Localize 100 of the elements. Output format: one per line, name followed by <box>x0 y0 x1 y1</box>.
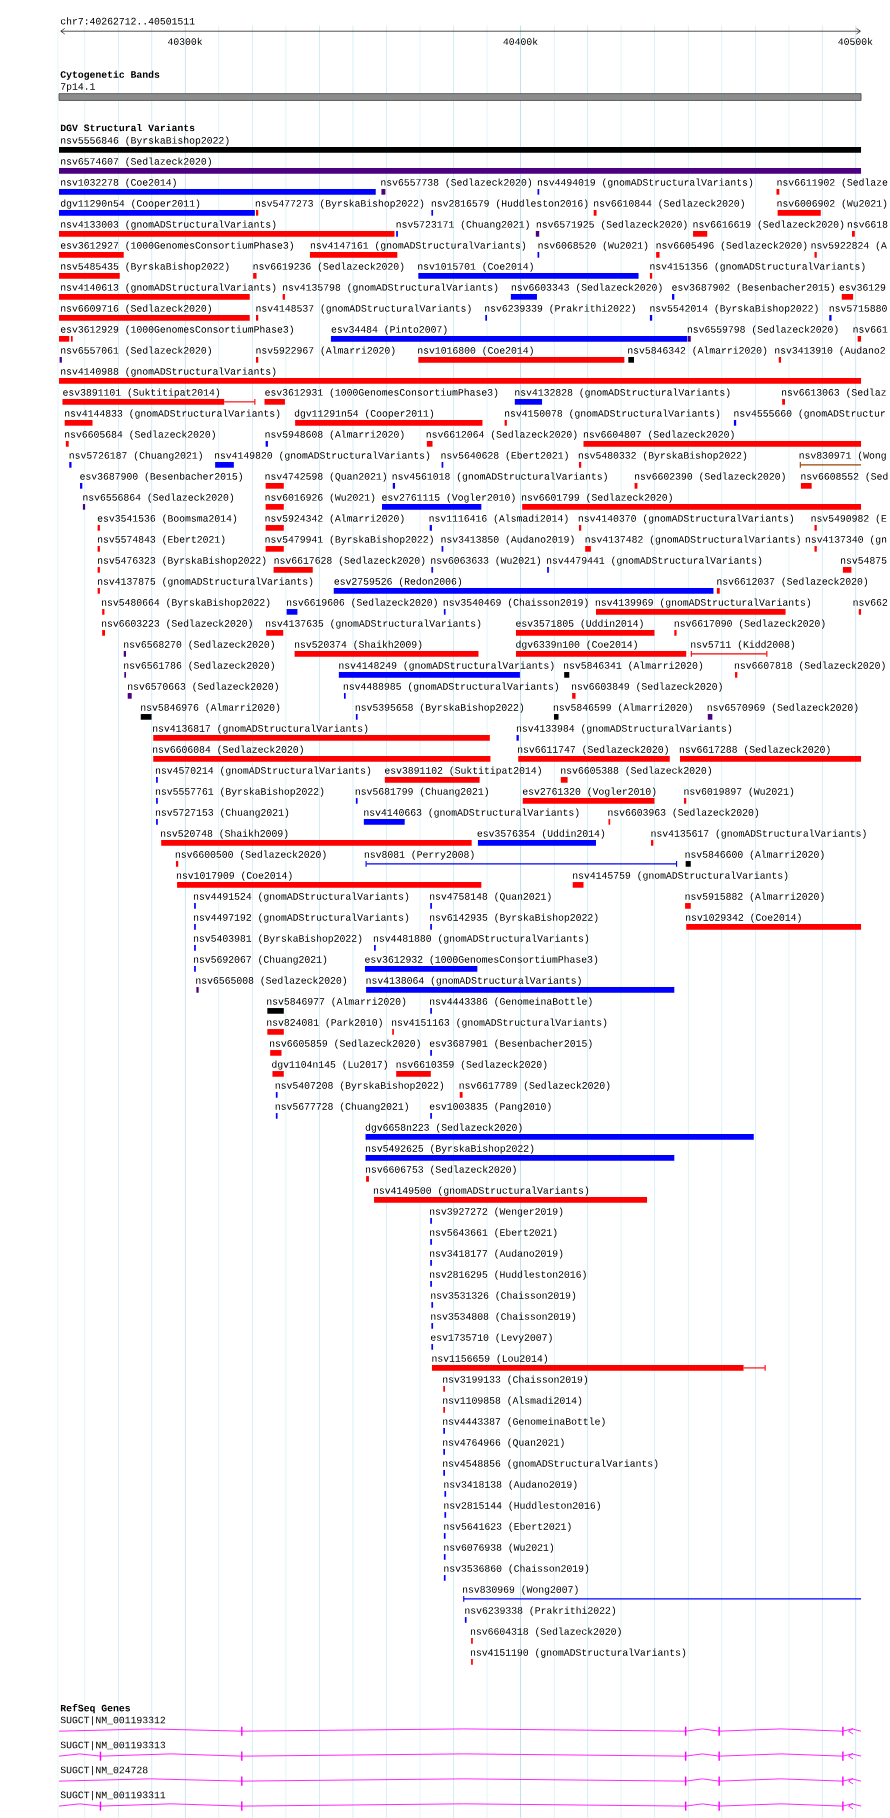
variant-label: nsv4548856 (gnomADStructuralVariants) <box>443 1459 658 1469</box>
variant-label: nsv5403981 (ByrskaBishop2022) <box>193 934 362 944</box>
variant-label: nsv6605496 (Sedlazeck2020) <box>656 241 807 251</box>
variant-label: nsv6600500 (Sedlazeck2020) <box>175 850 326 860</box>
variant-label: nsv1156659 (Lou2014) <box>432 1354 547 1364</box>
variant-label: nsv520748 (Shaikh2009) <box>161 829 288 839</box>
variant-label: nsv6016926 (Wu2021) <box>265 493 375 503</box>
variant-label: nsv6605684 (Sedlazeck2020) <box>65 430 215 440</box>
variant-label: nsv5556846 (ByrskaBishop2022) <box>61 136 229 146</box>
variant-label: nsv3418177 (Audano2019) <box>430 1249 563 1259</box>
variant-label: nsv830969 (Wong2007) <box>463 1585 578 1595</box>
variant-label: nsv6608552 (Sed <box>801 472 888 482</box>
variant-label: nsv4494019 (gnomADStructuralVariants) <box>537 178 753 188</box>
variant-label: nsv4137482 (gnomADStructuralVariants) <box>585 535 800 545</box>
variant-label: nsv6565008 (Sedlazeck2020) <box>196 976 347 986</box>
variant-label: nsv5681799 (Chuang2021) <box>355 787 488 797</box>
variant-label: nsv6603223 (Sedlazeck2020) <box>102 619 252 629</box>
variant-label: nsv3531326 (Chaisson2019) <box>431 1291 576 1301</box>
variant-label: nsv6612064 (Sedlazeck2020) <box>426 430 577 440</box>
variant-label: nsv5924342 (Almarri2020) <box>265 514 404 524</box>
variant-label: nsv4151356 (gnomADStructuralVariants) <box>650 262 865 272</box>
variant-label: nsv5492625 (ByrskaBishop2022) <box>365 1144 534 1154</box>
variant-label: nsv4135798 (gnomADStructuralVariants) <box>283 283 498 293</box>
variant-label: nsv5677728 (Chuang2021) <box>275 1102 408 1112</box>
variant-label: nsv54875 <box>841 557 887 564</box>
variant-label: nsv2816295 (Huddleston2016) <box>430 1270 586 1280</box>
variant-label: nsv6557738 (Sedlazeck2020) <box>381 178 532 188</box>
variant-label: nsv4443386 (GenomeinaBottle) <box>430 997 592 1007</box>
variant-label: nsv6239339 (Prakrithi2022) <box>485 304 635 314</box>
variant-label: nsv4136817 (gnomADStructuralVariants) <box>153 724 368 734</box>
variant-label: nsv3413910 (Audano2 <box>775 346 885 356</box>
variant-label: nsv6076938 (Wu2021) <box>444 1543 554 1553</box>
variant-label: nsv830971 (Wong <box>799 451 886 461</box>
variant-label: nsv6617628 (Sedlazeck2020) <box>274 556 425 566</box>
variant-label: nsv6607818 (Sedlazeck2020) <box>734 661 885 671</box>
axis-tick-label: 40400k <box>503 37 538 45</box>
variant-label: esv2761115 (Vogler2010) <box>382 493 515 503</box>
variant-label: nsv6602390 (Sedlazeck2020) <box>635 472 785 482</box>
variant-label: nsv4147161 (gnomADStructuralVariants) <box>310 241 526 251</box>
variant-label: esv3571805 (Uddin2014) <box>516 619 643 629</box>
variant-label: esv36129 <box>839 284 886 291</box>
variant-label: nsv6612037 (Sedlazeck2020) <box>717 577 868 587</box>
variant-label: nsv5948608 (Almarri2020) <box>265 430 404 440</box>
variant-label: nsv6603963 (Sedlazeck2020) <box>608 808 759 818</box>
variant-label: nsv4140663 (gnomADStructuralVariants) <box>364 808 579 818</box>
variant-label: nsv5846977 (Almarri2020) <box>267 997 406 1007</box>
variant-label: nsv4140370 (gnomADStructuralVariants) <box>578 514 793 524</box>
variant-label: nsv6571925 (Sedlazeck2020) <box>536 220 687 230</box>
variant-label: nsv2815144 (Huddleston2016) <box>444 1501 600 1511</box>
variant-label: nsv6063633 (Wu2021) <box>431 556 540 566</box>
variant-label: nsv5477273 (ByrskaBishop2022) <box>255 199 424 209</box>
variant-label: esv3576354 (Uddin2014) <box>477 829 605 839</box>
variant-label: dgv11290n54 (Cooper2011) <box>60 199 200 209</box>
variant-label: esv3612929 (1000GenomesConsortiumPhase3) <box>60 325 293 335</box>
variant-label: nsv4132828 (gnomADStructuralVariants) <box>515 388 730 398</box>
variant-label: nsv4488985 (gnomADStructuralVariants) <box>343 682 559 692</box>
variant-label: nsv1032278 (Coe2014) <box>61 178 176 188</box>
variant-label: nsv6570663 (Sedlazeck2020) <box>128 682 278 692</box>
variant-label: esv1735710 (Levy2007) <box>431 1333 552 1343</box>
variant-label: nsv3418138 (Audano2019) <box>444 1480 577 1490</box>
variant-label: nsv4150078 (gnomADStructuralVariants) <box>505 409 720 419</box>
variant-label: nsv6609716 (Sedlazeck2020) <box>61 304 211 314</box>
variant-label: nsv6611902 (Sedlaze <box>777 178 888 188</box>
variant-label: nsv5846600 (Almarri2020) <box>685 850 824 860</box>
axis-tick-label: 40500k <box>838 37 873 45</box>
variant-label: nsv3534808 (Chaisson2019) <box>431 1312 576 1322</box>
variant-label: nsv4151163 (gnomADStructuralVariants) <box>392 1018 607 1028</box>
variant-label: dgv6658n223 (Sedlazeck2020) <box>365 1123 522 1133</box>
variant-label: nsv5715880 <box>829 305 887 312</box>
variant-label: nsv1017909 (Coe2014) <box>176 871 292 881</box>
variant-label: nsv4764966 (Quan2021) <box>443 1438 564 1448</box>
track-title: Cytogenetic Bands <box>60 70 160 80</box>
variant-label: nsv5640628 (Ebert2021) <box>441 451 568 461</box>
variant-label: nsv8081 (Perry2008) <box>364 850 474 860</box>
variant-label: nsv4561018 (gnomADStructuralVariants) <box>392 472 607 482</box>
variant-label: esv3612931 (1000GenomesConsortiumPhase3) <box>265 388 498 398</box>
variant-label: nsv5726187 (Chuang2021) <box>69 451 202 461</box>
variant-label: nsv4742598 (Quan2021) <box>265 472 386 482</box>
variant-label: nsv1029342 (Coe2014) <box>686 913 801 923</box>
variant-label: nsv661 <box>853 326 888 333</box>
variant-label: nsv5476323 (ByrskaBishop2022) <box>98 556 266 566</box>
variant-label: esv3612927 (1000GenomesConsortiumPhase3) <box>60 241 293 251</box>
variant-label: nsv6619236 (Sedlazeck2020) <box>253 262 404 272</box>
variant-label: nsv4140988 (gnomADStructuralVariants) <box>61 367 276 377</box>
variant-label: esv3891102 (Suktitipat2014) <box>385 766 541 776</box>
position-label: chr7:40262712..40501511 <box>60 17 195 25</box>
variant-label: nsv6006902 (Wu2021) <box>777 199 887 209</box>
variant-label: nsv6561786 (Sedlazeck2020) <box>124 661 274 671</box>
variant-label: esv3687900 (Besenbacher2015) <box>80 472 242 482</box>
variant-label: nsv5395658 (ByrskaBishop2022) <box>355 703 524 713</box>
variant-label: nsv5643661 (Ebert2021) <box>430 1228 557 1238</box>
variant-label: nsv6601799 (Sedlazeck2020) <box>522 493 672 503</box>
variant-label: nsv3199133 (Chaisson2019) <box>443 1375 588 1385</box>
variant-label: nsv6606753 (Sedlazeck2020) <box>365 1165 516 1175</box>
variant-label: nsv4151190 (gnomADStructuralVariants) <box>470 1648 686 1658</box>
variant-label: nsv824081 (Park2010) <box>267 1018 382 1028</box>
variant-label: esv3612932 (1000GenomesConsortiumPhase3) <box>365 955 598 965</box>
variant-label: nsv4758148 (Quan2021) <box>430 892 551 902</box>
gene-label: SUGCT|NM_024728 <box>60 1766 148 1776</box>
variant-label: nsv6606084 (Sedlazeck2020) <box>153 745 303 755</box>
